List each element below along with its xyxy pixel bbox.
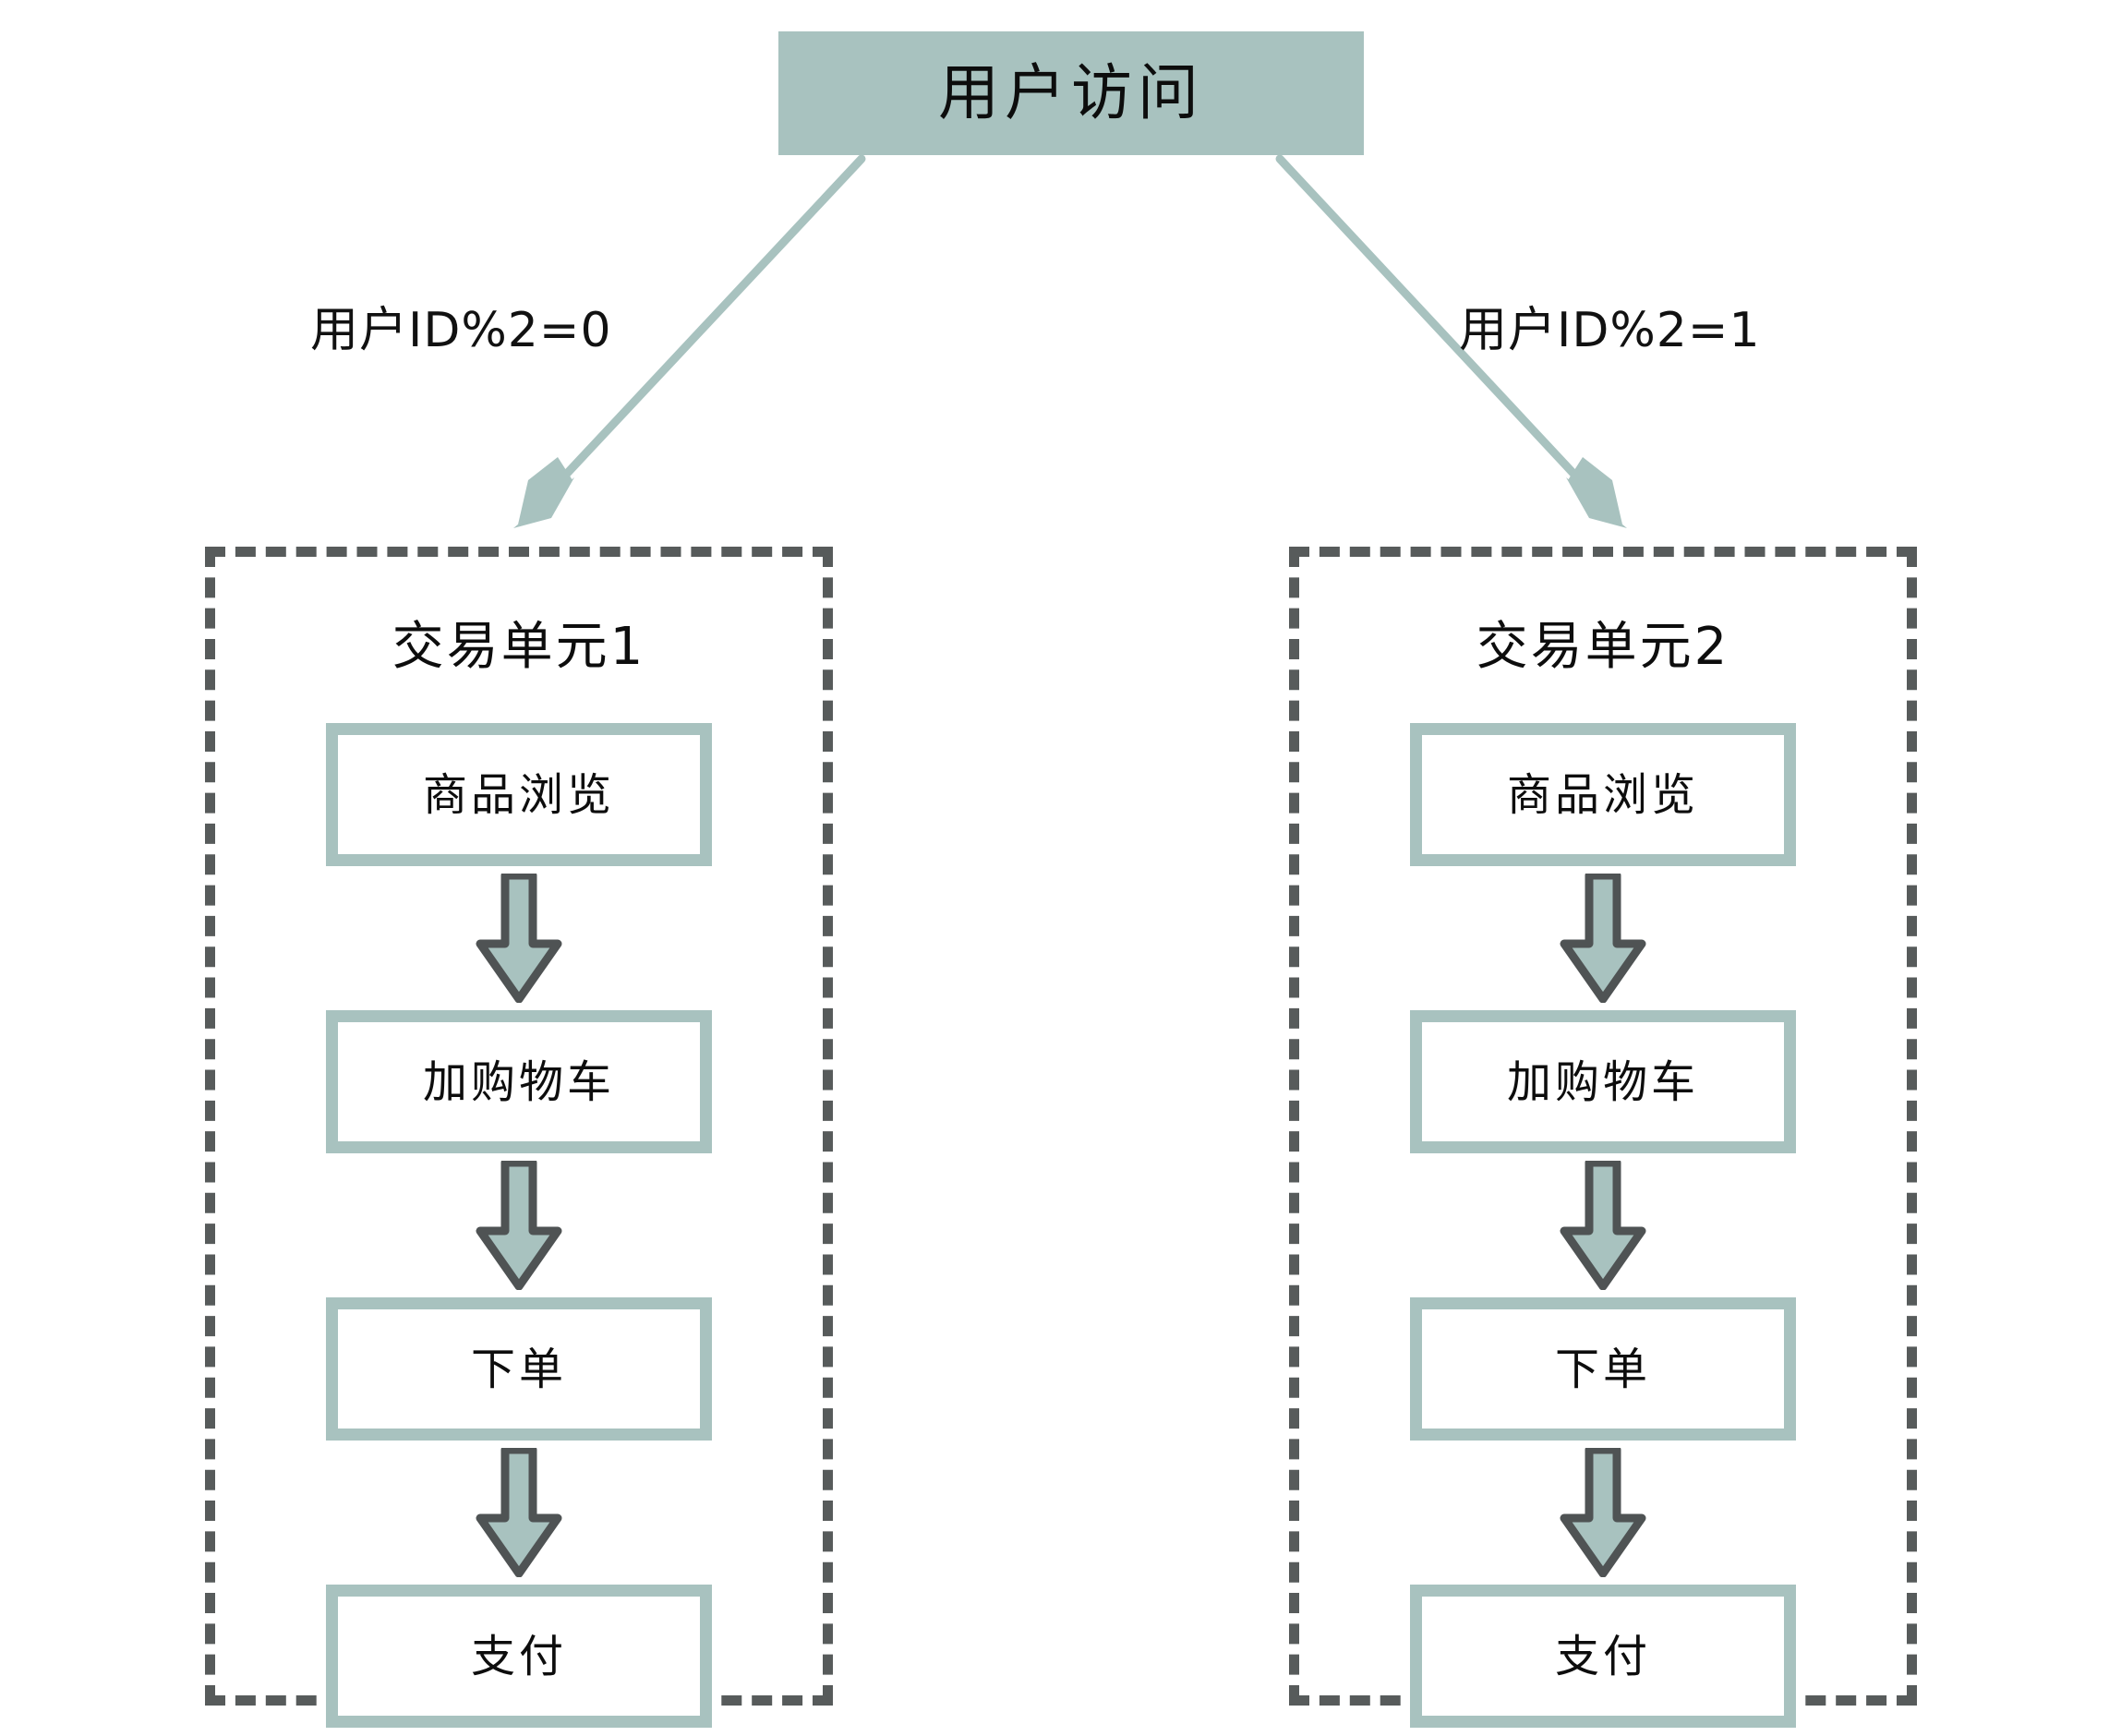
unit-container-2[interactable]: 交易单元2 商品浏览 加购物车 下单 支付 bbox=[1289, 547, 1917, 1728]
step-box-cart-1[interactable]: 加购物车 bbox=[326, 1010, 712, 1153]
step-label: 商品浏览 bbox=[422, 768, 615, 821]
unit-title-1: 交易单元1 bbox=[392, 617, 646, 677]
unit-container-1[interactable]: 交易单元1 商品浏览 加购物车 下单 支付 bbox=[205, 547, 833, 1728]
step-flow-2: 商品浏览 加购物车 下单 支付 bbox=[1299, 723, 1907, 1728]
step-flow-1: 商品浏览 加购物车 下单 支付 bbox=[215, 723, 823, 1728]
step-label: 加购物车 bbox=[1506, 1055, 1699, 1108]
step-box-cart-2[interactable]: 加购物车 bbox=[1410, 1010, 1796, 1153]
unit-title-2: 交易单元2 bbox=[1476, 617, 1730, 677]
step-label: 加购物车 bbox=[422, 1055, 615, 1108]
step-box-order-2[interactable]: 下单 bbox=[1410, 1297, 1796, 1441]
step-label: 下单 bbox=[1554, 1343, 1651, 1395]
step-label: 支付 bbox=[1554, 1630, 1651, 1682]
step-box-pay-1[interactable]: 支付 bbox=[326, 1585, 712, 1728]
flow-arrow-down-icon bbox=[1560, 1448, 1646, 1577]
step-box-browse-1[interactable]: 商品浏览 bbox=[326, 723, 712, 866]
step-box-order-1[interactable]: 下单 bbox=[326, 1297, 712, 1441]
root-node-label: 用户访问 bbox=[938, 57, 1204, 128]
step-box-browse-2[interactable]: 商品浏览 bbox=[1410, 723, 1796, 866]
step-label: 支付 bbox=[470, 1630, 567, 1682]
flow-arrow-down-icon bbox=[476, 1161, 562, 1290]
branch-label-left: 用户ID%2=0 bbox=[310, 303, 612, 358]
flow-arrow-down-icon bbox=[476, 874, 562, 1003]
step-label: 商品浏览 bbox=[1506, 768, 1699, 821]
branch-label-right: 用户ID%2=1 bbox=[1459, 303, 1761, 358]
flow-arrow-down-icon bbox=[1560, 1161, 1646, 1290]
step-box-pay-2[interactable]: 支付 bbox=[1410, 1585, 1796, 1728]
root-node-user-access[interactable]: 用户访问 bbox=[780, 33, 1362, 153]
step-label: 下单 bbox=[470, 1343, 567, 1395]
flow-arrow-down-icon bbox=[476, 1448, 562, 1577]
flow-arrow-down-icon bbox=[1560, 874, 1646, 1003]
